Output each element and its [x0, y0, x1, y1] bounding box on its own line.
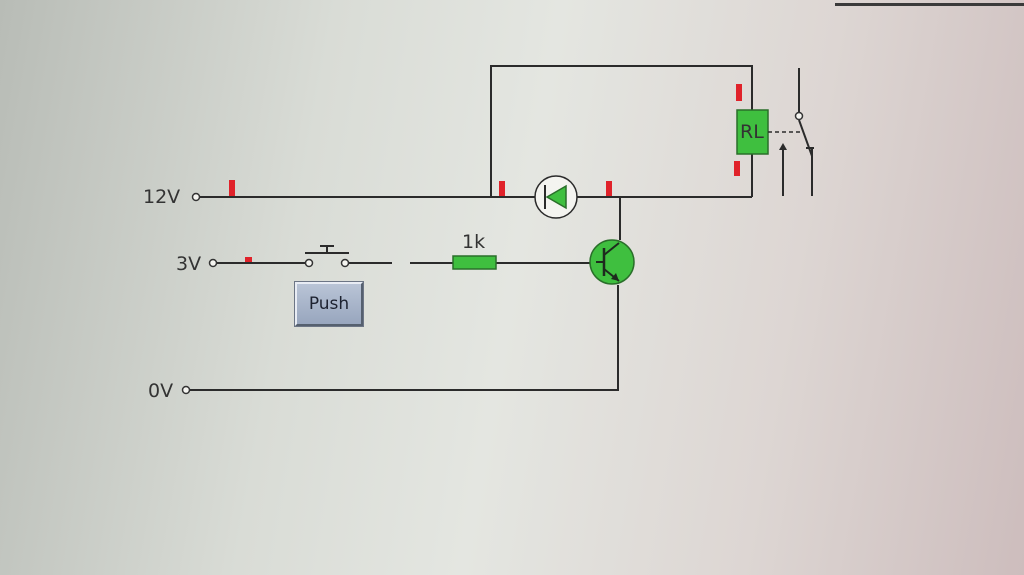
probe-12v — [229, 180, 235, 196]
probe-led-cathode — [606, 181, 612, 196]
window-edge — [835, 3, 1024, 6]
wire-relay-top — [490, 65, 753, 197]
label-0v: 0V — [148, 380, 173, 402]
probe-relay-bottom — [734, 161, 740, 176]
led[interactable] — [534, 175, 578, 219]
resistor[interactable] — [452, 255, 497, 270]
relay-contact — [768, 68, 814, 196]
terminal-0v[interactable] — [181, 385, 191, 395]
push-switch — [304, 245, 350, 268]
transistor[interactable] — [589, 239, 635, 285]
label-12v: 12V — [143, 186, 180, 208]
probe-led-anode — [499, 181, 505, 196]
terminal-3v[interactable] — [208, 258, 218, 268]
resistor-label: 1k — [462, 231, 485, 253]
label-3v: 3V — [176, 253, 201, 275]
wire-0v-rail — [190, 285, 619, 391]
push-button[interactable]: Push — [294, 281, 364, 327]
probe-3v — [245, 257, 252, 262]
terminal-12v[interactable] — [191, 192, 201, 202]
probe-relay-top — [736, 84, 742, 101]
relay-label: RL — [740, 121, 764, 143]
